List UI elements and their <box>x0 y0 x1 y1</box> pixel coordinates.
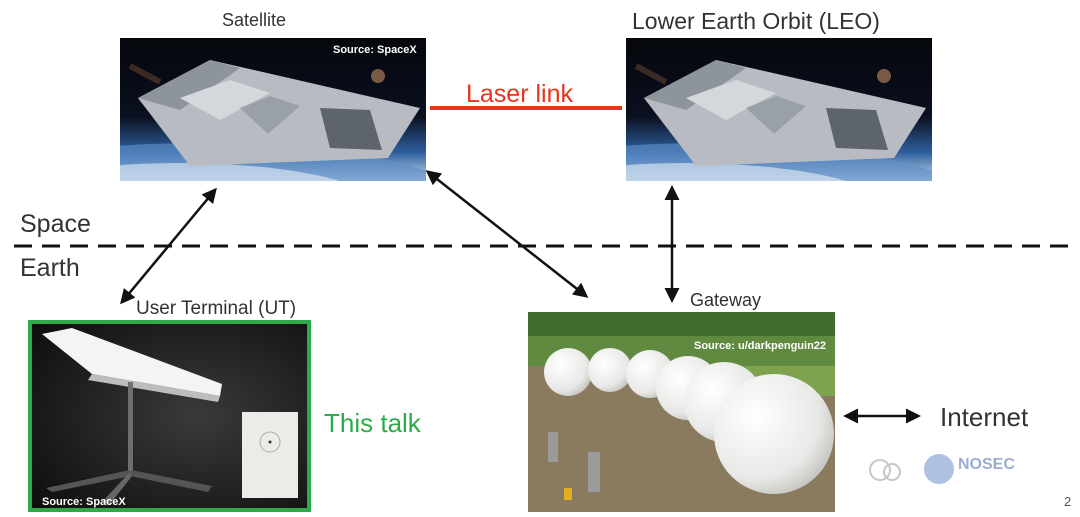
label-satellite: Satellite <box>222 10 287 30</box>
source-label-user-terminal: Source: SpaceX <box>42 496 126 508</box>
label-gateway: Gateway <box>690 290 762 310</box>
label-earth: Earth <box>20 254 80 282</box>
page-number: 2 <box>1064 494 1072 509</box>
watermark-logo: NOSEC <box>862 448 1062 488</box>
label-leo: Lower Earth Orbit (LEO) <box>632 8 880 34</box>
watermark-text: NOSEC <box>958 456 1015 473</box>
label-this-talk: This talk <box>324 408 421 438</box>
label-user-terminal: User Terminal (UT) <box>136 298 297 319</box>
satellite-image-right <box>626 38 932 181</box>
label-internet: Internet <box>940 402 1029 432</box>
source-label-gateway: Source: u/darkpenguin22 <box>694 340 827 352</box>
arrow-satellite-gateway <box>425 170 589 298</box>
source-label-satellite: Source: SpaceX <box>333 44 417 56</box>
label-space: Space <box>20 210 91 238</box>
user-terminal-image <box>28 320 311 512</box>
gateway-image <box>528 312 835 512</box>
arrow-satellite-user-terminal <box>120 187 217 305</box>
satellite-image-left <box>120 38 426 181</box>
label-laser-link: Laser link <box>466 80 573 108</box>
